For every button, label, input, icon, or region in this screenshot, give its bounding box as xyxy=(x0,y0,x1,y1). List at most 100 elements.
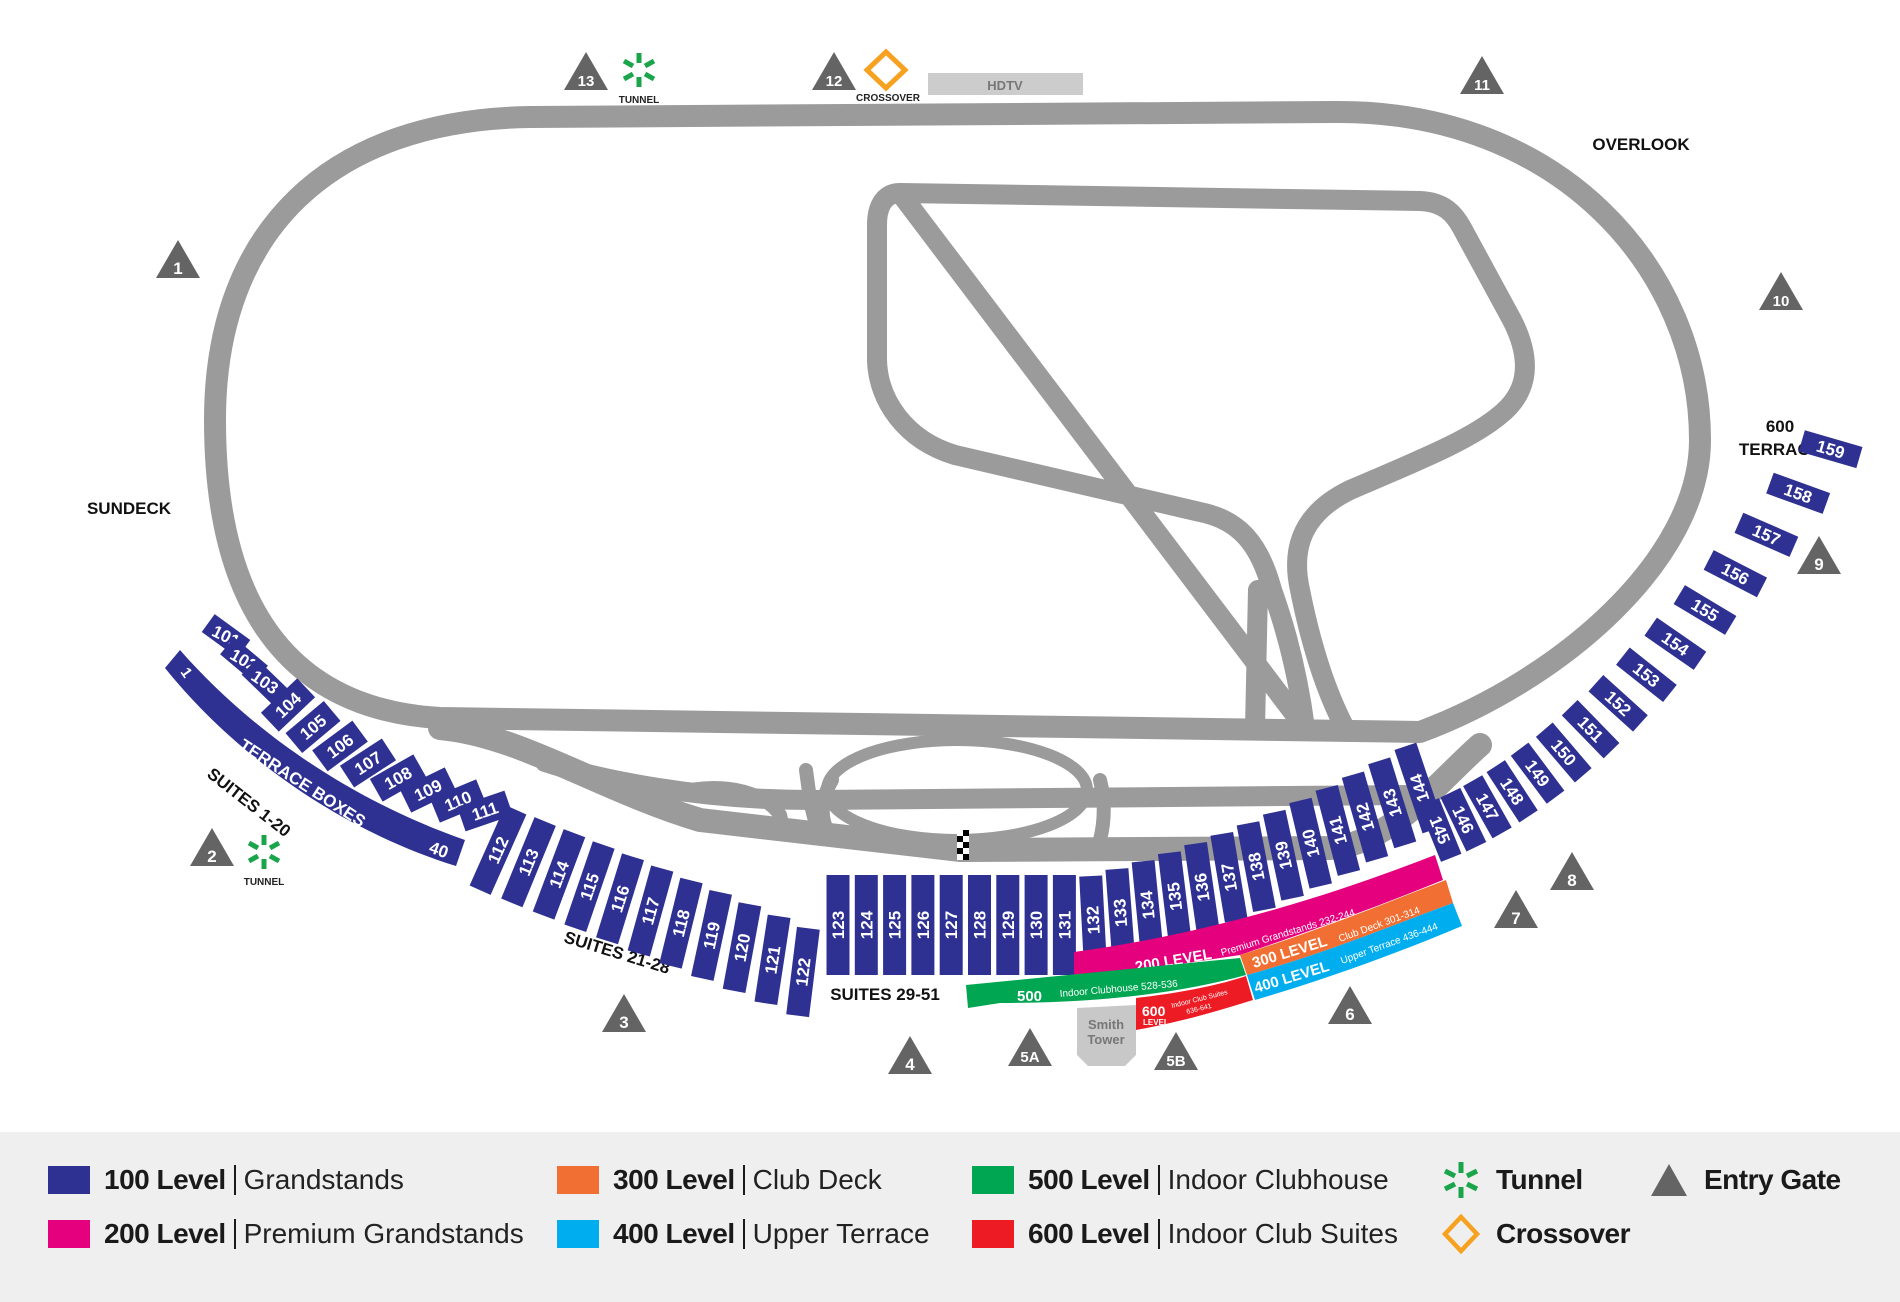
section-number: 127 xyxy=(942,911,961,939)
section-14[interactable]: 159 xyxy=(1798,430,1863,469)
section-12[interactable]: 124 xyxy=(854,875,878,975)
entry-gate-12[interactable]: 12 xyxy=(812,52,856,90)
entry-gate-11[interactable]: 11 xyxy=(1460,56,1504,94)
section-20[interactable]: 132 xyxy=(1079,875,1107,965)
section-15[interactable]: 127 xyxy=(939,875,963,975)
section-17[interactable]: 129 xyxy=(996,875,1020,975)
section-19[interactable]: 131 xyxy=(1052,875,1076,975)
section-block xyxy=(1440,787,1487,852)
section-26[interactable]: 138 xyxy=(1236,821,1276,912)
section-6[interactable]: 118 xyxy=(659,877,703,969)
race-track xyxy=(204,100,1711,862)
section-10[interactable]: 111 xyxy=(457,790,513,832)
legend-level-label: 200 Level xyxy=(104,1218,226,1249)
section-21[interactable]: 133 xyxy=(1105,868,1135,958)
section-block xyxy=(691,889,732,981)
section-9[interactable]: 154 xyxy=(1644,617,1707,670)
section-5[interactable]: 117 xyxy=(627,865,674,957)
section-block xyxy=(1184,842,1220,933)
entry-gate-icon xyxy=(1797,536,1841,574)
legend-level-desc: Indoor Club Suites xyxy=(1167,1218,1398,1249)
legend-item-crossover: Crossover xyxy=(1440,1214,1631,1254)
entry-gate-number: 5B xyxy=(1166,1053,1185,1070)
tunnel-label-left: TUNNEL xyxy=(244,877,285,888)
legend-level-desc: Premium Grandstands xyxy=(243,1218,524,1249)
section-10[interactable]: 155 xyxy=(1673,585,1737,635)
section-block xyxy=(1024,875,1048,975)
level-600-band[interactable] xyxy=(1136,976,1253,1030)
entry-gate-13[interactable]: 13 xyxy=(564,52,608,90)
section-12[interactable]: 157 xyxy=(1734,512,1799,557)
entry-gate-number: 13 xyxy=(578,73,595,90)
section-14[interactable]: 126 xyxy=(911,875,935,975)
tunnel-icon xyxy=(622,53,656,87)
section-27[interactable]: 139 xyxy=(1262,809,1304,901)
600-terrace-label-line2: TERRACE xyxy=(1739,440,1821,459)
section-block xyxy=(659,877,703,969)
smith-tower xyxy=(1077,1005,1136,1066)
section-9[interactable]: 121 xyxy=(754,914,791,1006)
section-28[interactable]: 140 xyxy=(1289,797,1332,889)
section-block xyxy=(854,875,878,975)
legend-entry-gate-label: Entry Gate xyxy=(1704,1164,1841,1195)
entry-gate-number: 3 xyxy=(619,1013,628,1032)
section-block xyxy=(1079,875,1107,965)
section-25[interactable]: 137 xyxy=(1210,831,1248,923)
section-8[interactable]: 153 xyxy=(1616,647,1677,703)
section-24[interactable]: 136 xyxy=(1184,842,1220,933)
section-number: 115 xyxy=(577,871,604,903)
section-number: 124 xyxy=(857,910,876,939)
section-7[interactable]: 119 xyxy=(691,889,732,981)
section-block xyxy=(339,738,397,788)
terrace-boxes-band[interactable] xyxy=(165,650,465,866)
entry-gate-5a[interactable]: 5A xyxy=(1008,1028,1052,1066)
section-block xyxy=(285,700,341,754)
entry-gate-1[interactable]: 1 xyxy=(156,240,200,278)
level-300-band[interactable] xyxy=(1240,880,1453,975)
entry-gate-10[interactable]: 10 xyxy=(1759,272,1803,310)
section-block xyxy=(369,754,427,802)
section-8[interactable]: 120 xyxy=(722,902,762,993)
section-block xyxy=(1418,798,1462,862)
entry-gate-4[interactable]: 4 xyxy=(888,1036,932,1074)
section-number: 120 xyxy=(731,932,755,963)
section-29[interactable]: 141 xyxy=(1315,784,1361,876)
section-16[interactable]: 128 xyxy=(968,875,991,975)
entry-gate-icon xyxy=(888,1036,932,1074)
section-block xyxy=(1510,742,1565,804)
section-22[interactable]: 134 xyxy=(1131,860,1164,950)
level-500-band[interactable] xyxy=(966,958,1246,1008)
legend-separator xyxy=(742,1165,745,1195)
section-number: 126 xyxy=(914,911,933,939)
section-11[interactable]: 123 xyxy=(826,875,850,975)
section-10[interactable]: 122 xyxy=(786,926,820,1018)
entry-gate-icon xyxy=(1154,1032,1198,1070)
level-200-band[interactable] xyxy=(1074,855,1443,980)
section-block xyxy=(1210,831,1248,923)
section-23[interactable]: 135 xyxy=(1157,851,1192,942)
entry-gate-2[interactable]: 2 xyxy=(190,828,234,866)
section-block xyxy=(911,875,935,975)
infield-road-course xyxy=(867,183,1535,738)
entry-gate-7[interactable]: 7 xyxy=(1494,890,1538,928)
level-400-band[interactable] xyxy=(1247,903,1462,1000)
entry-gate-5b[interactable]: 5B xyxy=(1154,1032,1198,1070)
section-18[interactable]: 130 xyxy=(1024,875,1048,975)
entry-gate-3[interactable]: 3 xyxy=(602,994,646,1032)
section-block xyxy=(722,902,762,993)
entry-gate-number: 8 xyxy=(1567,871,1576,890)
section-13[interactable]: 125 xyxy=(883,875,907,975)
legend-item-tunnel: Tunnel xyxy=(1440,1160,1583,1200)
entry-gate-number: 7 xyxy=(1511,909,1520,928)
pit-connector-left xyxy=(799,763,825,835)
section-number: 133 xyxy=(1110,898,1131,928)
section-13[interactable]: 158 xyxy=(1766,472,1831,514)
section-block xyxy=(1315,784,1361,876)
entry-gate-8[interactable]: 8 xyxy=(1550,852,1594,890)
section-11[interactable]: 156 xyxy=(1703,550,1768,598)
section-block xyxy=(1535,722,1592,783)
entry-gate-9[interactable]: 9 xyxy=(1797,536,1841,574)
entry-gate-6[interactable]: 6 xyxy=(1328,986,1372,1024)
entry-gate-icon xyxy=(1759,272,1803,310)
